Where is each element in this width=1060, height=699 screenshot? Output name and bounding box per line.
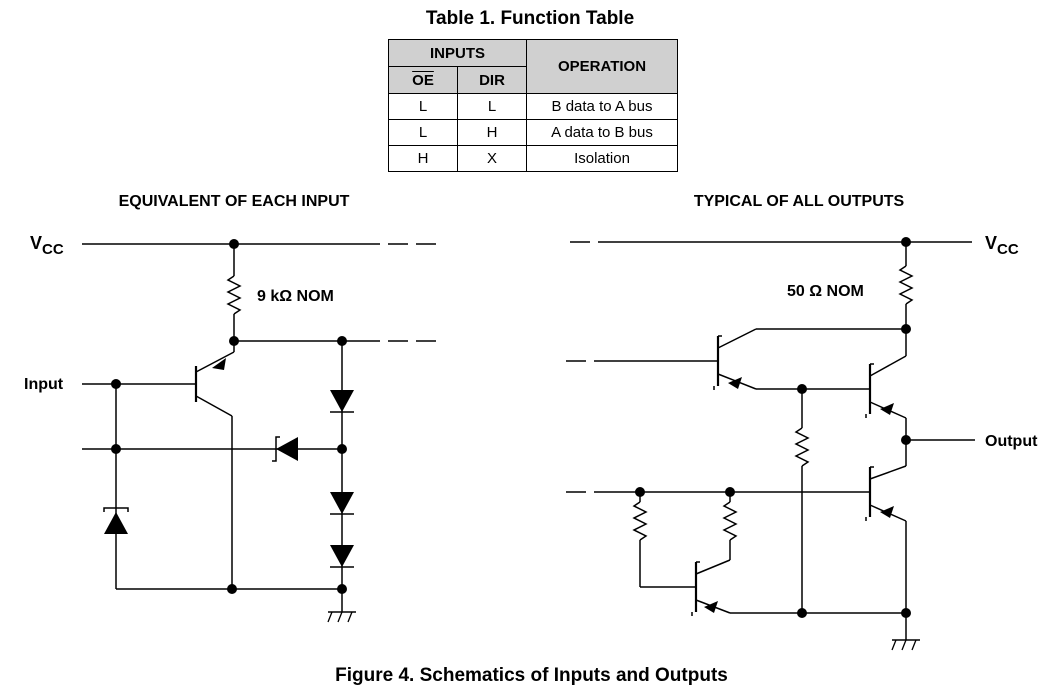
resistor-label: 50 Ω NOM [787,283,864,300]
output-schematic-title: TYPICAL OF ALL OUTPUTS [694,193,905,210]
resistor-label: 9 kΩ NOM [257,288,334,305]
table-row: H X Isolation [388,145,678,172]
input-label: Input [24,376,64,393]
operation-header: OPERATION [526,39,678,94]
oe-cell: L [388,93,458,120]
vcc-v: V [30,233,42,253]
function-table: INPUTS OPERATION OE DIR L L B data to A … [388,39,678,172]
dir-header: DIR [457,66,527,94]
oe-header-label: OE [412,71,434,89]
table-row: L L B data to A bus [388,93,678,120]
figure-caption: Figure 4. Schematics of Inputs and Outpu… [335,665,728,686]
vcc-sub: CC [42,241,64,258]
dir-cell: H [457,119,527,146]
oe-cell: H [388,145,458,172]
dir-cell: L [457,93,527,120]
clamp-diode-icon [104,512,128,534]
schottky-diode-icon [276,437,298,461]
output-label: Output [985,433,1038,450]
table-title: Table 1. Function Table [425,8,635,29]
vcc-label: VCC [30,233,64,258]
resistor-50-ohm [898,265,914,305]
vcc-v: V [985,233,997,253]
operation-cell: Isolation [526,145,678,172]
dir-cell: X [457,145,527,172]
stack-diode-3-icon [330,545,354,567]
oe-header: OE [388,66,458,94]
stack-diode-1-icon [330,390,354,412]
ground-icon [327,611,357,623]
ground-icon [891,639,921,651]
vcc-sub: CC [997,241,1019,258]
vcc-label: VCC [985,233,1019,258]
table-row: L H A data to B bus [388,119,678,146]
input-schematic-title: EQUIVALENT OF EACH INPUT [119,193,350,210]
input-schematic: EQUIVALENT OF EACH INPUT VCC 9 kΩ NOM In… [24,193,436,623]
emitter-arrow [212,358,226,370]
stack-diode-2-icon [330,492,354,514]
output-schematic: TYPICAL OF ALL OUTPUTS VCC 50 Ω NOM [566,193,1038,651]
resistor-9k [226,275,242,315]
